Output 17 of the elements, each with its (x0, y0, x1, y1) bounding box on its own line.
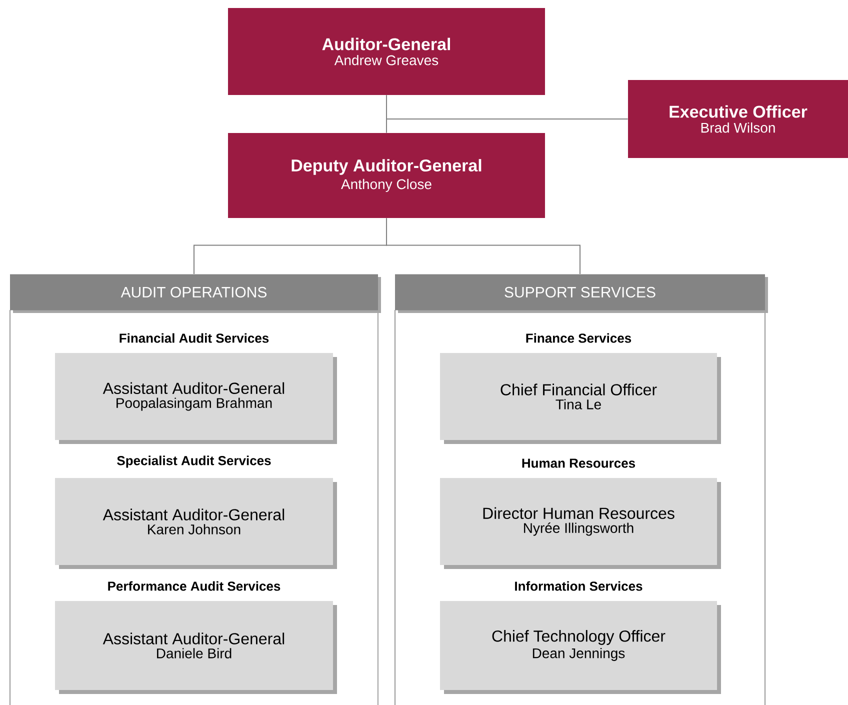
position-box: Deputy Auditor-General Anthony Close (228, 133, 545, 218)
unit-box: Finance Services Chief Financial Officer Tina Le (440, 333, 721, 444)
position-box: Auditor-General Andrew Greaves (228, 8, 545, 95)
connector-line (386, 94, 628, 120)
node-label: Performance Audit Services (108, 581, 280, 591)
node-label: Specialist Audit Services (117, 456, 271, 468)
connector-line (386, 218, 580, 274)
unit-box: Human Resources Director Human Resources Nyrée Illingsworth (440, 458, 721, 569)
node-label: Human Resources (522, 458, 636, 468)
unit-box: Financial Audit Services Assistant Auditor-General Poopalasingam Brahman (55, 333, 337, 444)
node-label: Finance Services (526, 333, 632, 343)
node-label: Financial Audit Services (120, 333, 269, 343)
position-box: Executive Officer Brad Wilson (628, 80, 848, 158)
unit-box: Specialist Audit Services Assistant Auditor-General Karen Johnson (55, 456, 337, 569)
unit-box: Performance Audit Services Assistant Auditor-General Daniele Bird (55, 581, 337, 694)
node-label: Information Services (515, 581, 642, 591)
unit-box: Information Services Chief Technology Officer Dean Jennings (440, 581, 721, 694)
